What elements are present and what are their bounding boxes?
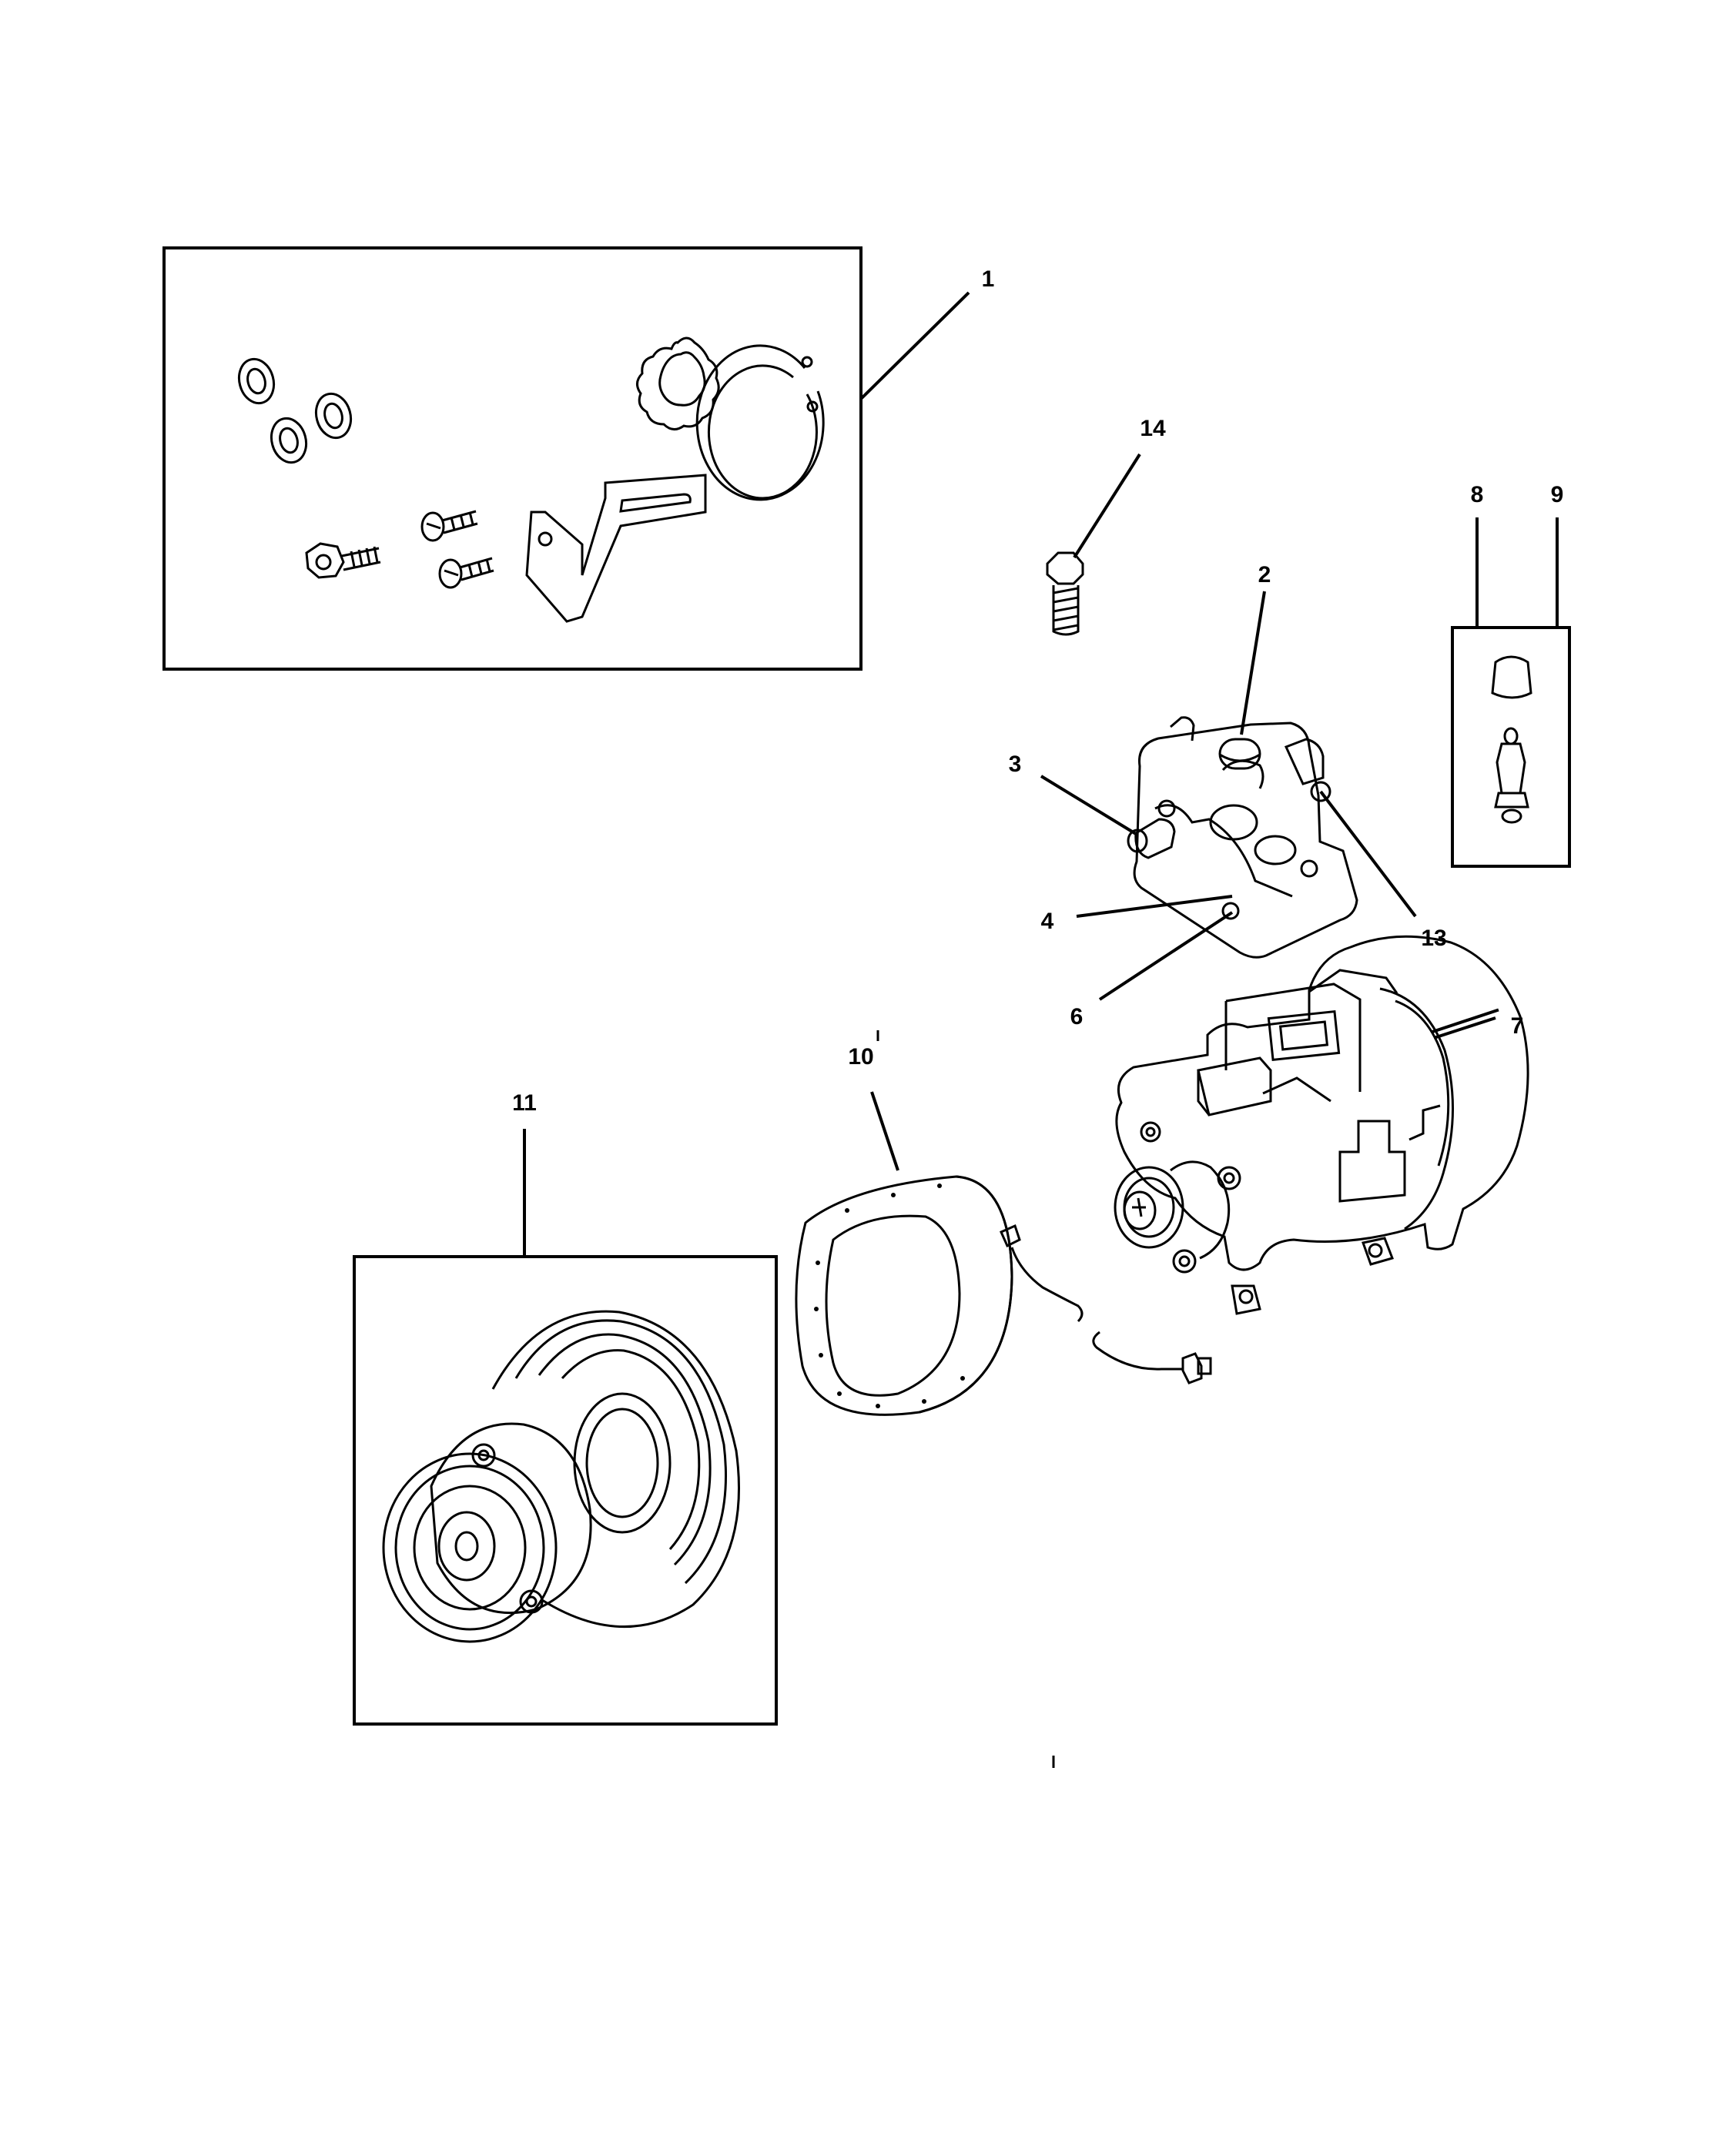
clutch-assembly-group — [353, 1255, 778, 1726]
callout-4: 4 — [1041, 909, 1054, 934]
callout-9: 7 — [1511, 1013, 1524, 1039]
washer-group — [237, 357, 353, 464]
clutch-box — [353, 1255, 778, 1726]
bracket — [525, 474, 707, 623]
callout-2: 2 — [1258, 562, 1271, 588]
screw-lower — [438, 557, 494, 589]
pulley — [491, 1310, 741, 1629]
snap-ring — [695, 344, 825, 501]
callout-7: 8 — [1471, 482, 1484, 507]
callout-14: 14 — [1140, 416, 1166, 441]
callout-6: 6 — [1070, 1004, 1084, 1029]
hex-bolt — [305, 542, 381, 579]
seal-kit-group — [162, 246, 862, 671]
service-valve-box — [1451, 626, 1571, 868]
coil-rivets — [814, 1183, 965, 1408]
service-valve-group — [1451, 626, 1571, 868]
rear-head-assembly — [1127, 716, 1358, 959]
callout-8: 9 — [1551, 482, 1564, 507]
mounting-bolt — [1046, 551, 1084, 636]
valve-core — [1494, 727, 1529, 824]
field-coil — [795, 1175, 1212, 1416]
armature-plate — [382, 1422, 592, 1643]
wavy-gasket — [636, 336, 720, 430]
screw-upper — [420, 510, 478, 542]
seal-kit-box — [162, 246, 862, 671]
valve-cap — [1491, 655, 1532, 699]
callout-3: 3 — [1009, 752, 1022, 777]
callout-11: 11 — [512, 1090, 537, 1116]
callout-1: 1 — [982, 266, 995, 292]
callout-10: 10 — [848, 1044, 873, 1070]
compressor-body — [1114, 935, 1529, 1315]
